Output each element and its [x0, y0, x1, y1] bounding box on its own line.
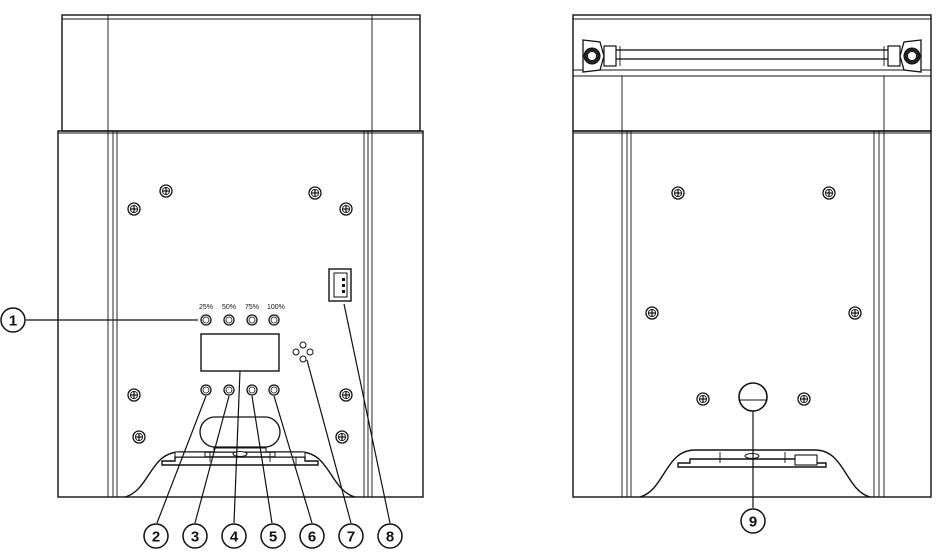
- screw-icon: [127, 388, 141, 402]
- screw-icon: [671, 186, 685, 200]
- svg-text:6: 6: [308, 529, 316, 546]
- callout-3: 3: [182, 523, 208, 549]
- screw-icon: [645, 306, 659, 320]
- leader-line-5: [251, 395, 273, 524]
- rear-top-cap: [572, 14, 932, 132]
- carry-handle: [582, 39, 922, 73]
- rear-mounting-bracket: [677, 452, 827, 468]
- screw-icon: [797, 392, 811, 406]
- control-button-2: [223, 384, 235, 396]
- front-body: [57, 130, 424, 498]
- screw-icon: [159, 184, 173, 198]
- rear-body: [572, 130, 932, 498]
- display-screen: [200, 333, 280, 372]
- svg-text:4: 4: [230, 529, 239, 546]
- leader-line-2: [156, 395, 207, 524]
- level-label-50: 50%: [222, 304, 236, 311]
- led-75-icon: [246, 314, 258, 326]
- screw-icon: [339, 202, 353, 216]
- callout-1: 1: [0, 307, 26, 333]
- power-socket-icon: [738, 382, 768, 412]
- callout-6: 6: [299, 523, 325, 549]
- leader-line-4: [233, 370, 241, 524]
- front-top-cap: [61, 14, 421, 132]
- svg-text:1: 1: [9, 313, 17, 330]
- svg-text:3: 3: [191, 529, 199, 546]
- leader-line-7: [306, 359, 352, 524]
- svg-text:2: 2: [152, 529, 160, 546]
- callout-4: 4: [221, 523, 247, 549]
- screw-icon: [132, 430, 146, 444]
- leader-line-3: [194, 395, 230, 524]
- level-label-100: 100%: [267, 304, 285, 311]
- callout-7: 7: [338, 523, 364, 549]
- svg-text:9: 9: [749, 514, 757, 531]
- control-button-3: [246, 384, 258, 396]
- callout-9: 9: [740, 508, 766, 534]
- callout-5: 5: [260, 523, 286, 549]
- leader-line-6: [273, 395, 313, 524]
- leader-line-8: [343, 303, 391, 524]
- svg-text:7: 7: [347, 529, 355, 546]
- ir-sensor-icon: [292, 341, 314, 363]
- front-view: 25% 50% 75% 100%: [57, 14, 424, 498]
- screw-icon: [696, 392, 710, 406]
- callout-8: 8: [377, 523, 403, 549]
- level-label-75: 75%: [245, 304, 259, 311]
- screw-icon: [339, 388, 353, 402]
- screw-icon: [127, 202, 141, 216]
- screw-icon: [848, 306, 862, 320]
- callouts: 1 2 3 4 5 6 7 8: [0, 303, 766, 549]
- screw-icon: [335, 430, 349, 444]
- screw-icon: [308, 186, 322, 200]
- led-25-icon: [200, 314, 212, 326]
- screw-icon: [822, 186, 836, 200]
- control-button-1: [200, 384, 212, 396]
- callout-2: 2: [143, 523, 169, 549]
- control-button-4: [268, 384, 280, 396]
- handle-slot: [199, 416, 281, 448]
- rear-view: [572, 14, 932, 498]
- svg-text:8: 8: [386, 529, 394, 546]
- led-50-icon: [223, 314, 235, 326]
- level-label-25: 25%: [199, 304, 213, 311]
- usb-port-icon: [328, 268, 352, 302]
- led-100-icon: [268, 314, 280, 326]
- svg-text:5: 5: [269, 529, 277, 546]
